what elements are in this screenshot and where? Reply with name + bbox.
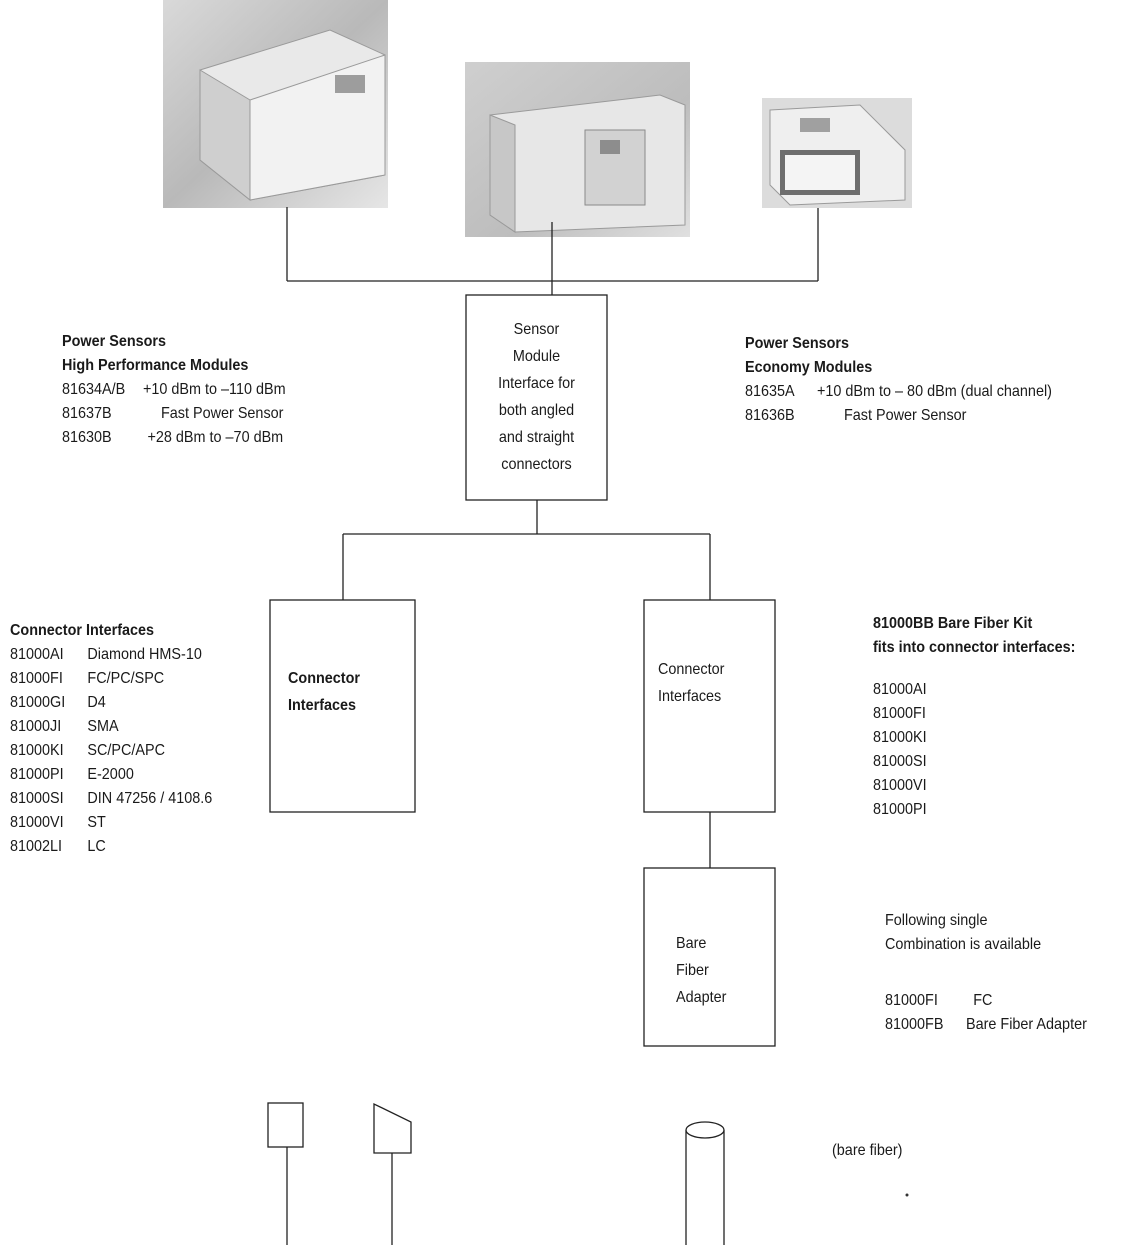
connector-name: D4 [87,694,106,711]
list-item: 81000KI SC/PC/APC [10,739,212,763]
connector-name: FC/PC/SPC [87,670,165,687]
combination-line: Following single [885,912,988,929]
sensor-desc: +28 dBm to –70 dBm [147,429,284,446]
list-item: 81000FI FC/PC/SPC [10,667,212,691]
box-line: Connector [288,670,360,687]
sensor-model: 81636B [745,407,795,424]
instrument-photo-1 [163,0,388,208]
box-line: Connector [658,661,725,678]
box-line: Fiber [676,962,709,979]
connector-code: 81000AI [10,646,64,663]
combination-name: FC [973,992,993,1009]
power-sensors-economy: Power Sensors Economy Modules 81635A +10 … [745,332,1052,428]
list-item: 81000GI D4 [10,691,212,715]
list-item: 81002LI LC [10,835,212,859]
kit-code: 81000FI [873,705,926,722]
combination-row: 81000FI FC [885,989,1087,1013]
sensor-desc: +10 dBm to –110 dBm [143,381,286,398]
sensor-model: 81635A [745,383,795,400]
sensor-model: 81634A/B [62,381,126,398]
list-item: 81000JI SMA [10,715,212,739]
section-title: Power Sensors [745,335,850,352]
right-connector-box-label: Connector Interfaces [658,656,724,710]
combination-name: Bare Fiber Adapter [966,1016,1087,1033]
bare-fiber-kit: 81000BB Bare Fiber Kit fits into connect… [873,612,1075,822]
connector-name: SMA [87,718,119,735]
combination-row: 81000FB Bare Fiber Adapter [885,1013,1087,1037]
speck-dot [905,1193,909,1197]
connector-name: LC [87,838,106,855]
box-line: Bare [676,935,707,952]
bare-fiber-shape [685,1121,725,1213]
bare-fiber-adapter-box [643,867,776,1047]
power-sensors-high-performance: Power Sensors High Performance Modules 8… [62,330,286,450]
sensor-module-line: and straight [498,429,575,446]
straight-connector-shape [267,1102,304,1148]
kit-subtitle: fits into connector interfaces: [873,639,1076,656]
combination-line: Combination is available [885,936,1042,953]
bare-fiber-label: (bare fiber) [832,1142,903,1159]
connector-name: DIN 47256 / 4108.6 [87,790,213,807]
combination-code: 81000FB [885,1016,944,1033]
sensor-module-line: Interface for [498,375,575,392]
section-subtitle: Economy Modules [745,359,873,376]
sensor-desc: Fast Power Sensor [844,407,967,424]
connector-list-title: Connector Interfaces [10,622,155,639]
sensor-model: 81637B [62,405,112,422]
left-connector-interfaces-box [269,599,416,813]
kit-code: 81000KI [873,729,927,746]
sensor-desc: Fast Power Sensor [161,405,284,422]
bare-fiber-adapter-label: Bare Fiber Adapter [676,930,726,1011]
box-line: Interfaces [658,688,722,705]
connector-code: 81000FI [10,670,63,687]
connector-code: 81000SI [10,790,64,807]
sensor-module-line: Module [512,348,561,365]
connector-code: 81000GI [10,694,66,711]
sensor-module-line: both angled [498,402,575,419]
kit-title: 81000BB Bare Fiber Kit [873,615,1033,632]
sensor-module-box [465,294,608,501]
list-item: 81000AI Diamond HMS-10 [10,643,212,667]
section-subtitle: High Performance Modules [62,357,249,374]
sensor-row: 81636B Fast Power Sensor [745,404,1052,428]
connector-name: Diamond HMS-10 [87,646,202,663]
kit-code: 81000AI [873,681,927,698]
connector-code: 81000VI [10,814,64,831]
connector-name: ST [87,814,106,831]
section-title: Power Sensors [62,333,167,350]
sensor-row: 81634A/B +10 dBm to –110 dBm [62,378,286,402]
combination-code: 81000FI [885,992,938,1009]
kit-code: 81000SI [873,753,927,770]
connector-code: 81000KI [10,742,64,759]
connector-code: 81002LI [10,838,63,855]
kit-code: 81000PI [873,801,927,818]
combination-note: Following single Combination is availabl… [885,909,1087,1037]
connector-interfaces-list: Connector Interfaces 81000AI Diamond HMS-… [10,619,212,859]
sensor-row: 81637B Fast Power Sensor [62,402,286,426]
sensor-desc: +10 dBm to – 80 dBm (dual channel) [817,383,1052,400]
box-line: Adapter [676,989,727,1006]
instrument-photo-2 [465,62,690,237]
list-item: 81000SI DIN 47256 / 4108.6 [10,787,212,811]
box-line: Interfaces [288,697,357,714]
left-connector-box-label: Connector Interfaces [288,665,360,719]
sensor-module-label: Sensor Module Interface for both angled … [478,316,595,478]
instrument-photo-3 [762,98,912,208]
sensor-row: 81635A +10 dBm to – 80 dBm (dual channel) [745,380,1052,404]
sensor-model: 81630B [62,429,112,446]
right-connector-interfaces-box [643,599,776,813]
list-item: 81000VI ST [10,811,212,835]
sensor-module-line: connectors [501,456,572,473]
connector-name: E-2000 [87,766,134,783]
connector-code: 81000JI [10,718,62,735]
connection-lines [286,207,819,1245]
sensor-module-line: Sensor [513,321,560,338]
list-item: 81000PI E-2000 [10,763,212,787]
kit-code: 81000VI [873,777,927,794]
sensor-row: 81630B +28 dBm to –70 dBm [62,426,286,450]
angled-connector-shape [373,1102,412,1154]
connector-code: 81000PI [10,766,64,783]
connector-name: SC/PC/APC [87,742,166,759]
